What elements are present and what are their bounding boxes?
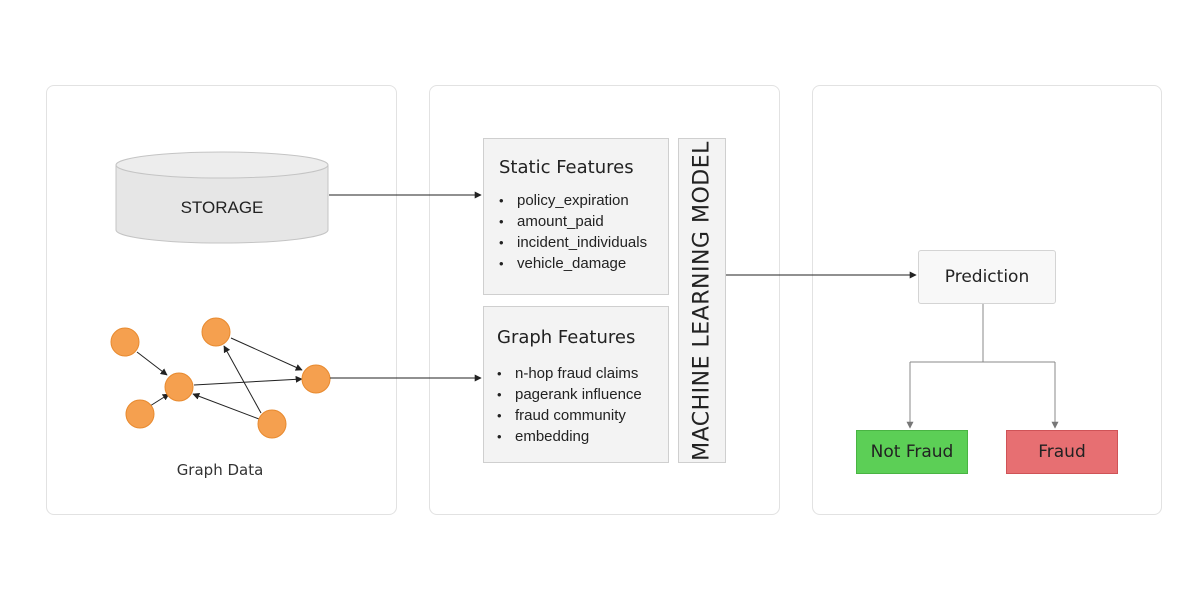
graph-edges <box>136 337 303 420</box>
list-item: vehicle_damage <box>499 253 647 274</box>
list-item: amount_paid <box>499 211 647 232</box>
graph-data-label: Graph Data <box>176 461 264 479</box>
graph-node <box>301 364 331 394</box>
graph-edge <box>230 337 303 371</box>
storage-label: STORAGE <box>180 198 264 217</box>
prediction-box: Prediction <box>918 250 1056 304</box>
graph-node <box>164 372 194 402</box>
graph-nodes <box>110 317 331 439</box>
graph-node <box>257 409 287 439</box>
graph-node <box>110 327 140 357</box>
list-item: incident_individuals <box>499 232 647 253</box>
list-item: policy_expiration <box>499 190 647 211</box>
ml-model-box: MACHINE LEARNING MODEL <box>678 138 726 463</box>
prediction-split-connector <box>906 304 1059 429</box>
graph-node <box>201 317 231 347</box>
graph-edge <box>193 375 303 386</box>
graph-features-box: Graph Features n-hop fraud claims pagera… <box>483 306 669 463</box>
graph-features-title: Graph Features <box>497 327 636 348</box>
list-item: fraud community <box>497 405 642 426</box>
graph-node <box>125 399 155 429</box>
static-features-title: Static Features <box>499 157 634 178</box>
list-item: embedding <box>497 426 642 447</box>
list-item: pagerank influence <box>497 384 642 405</box>
graph-edge <box>149 393 170 407</box>
graph-features-list: n-hop fraud claims pagerank influence fr… <box>497 363 642 447</box>
storage-cylinder-icon <box>115 151 329 244</box>
graph-edge <box>136 351 168 376</box>
not-fraud-outcome: Not Fraud <box>856 430 968 474</box>
static-features-list: policy_expiration amount_paid incident_i… <box>499 190 647 274</box>
static-features-box: Static Features policy_expiration amount… <box>483 138 669 295</box>
graph-edge <box>192 392 260 420</box>
graph-edge <box>223 345 262 414</box>
ml-model-label: MACHINE LEARNING MODEL <box>689 140 715 461</box>
list-item: n-hop fraud claims <box>497 363 642 384</box>
fraud-outcome: Fraud <box>1006 430 1118 474</box>
